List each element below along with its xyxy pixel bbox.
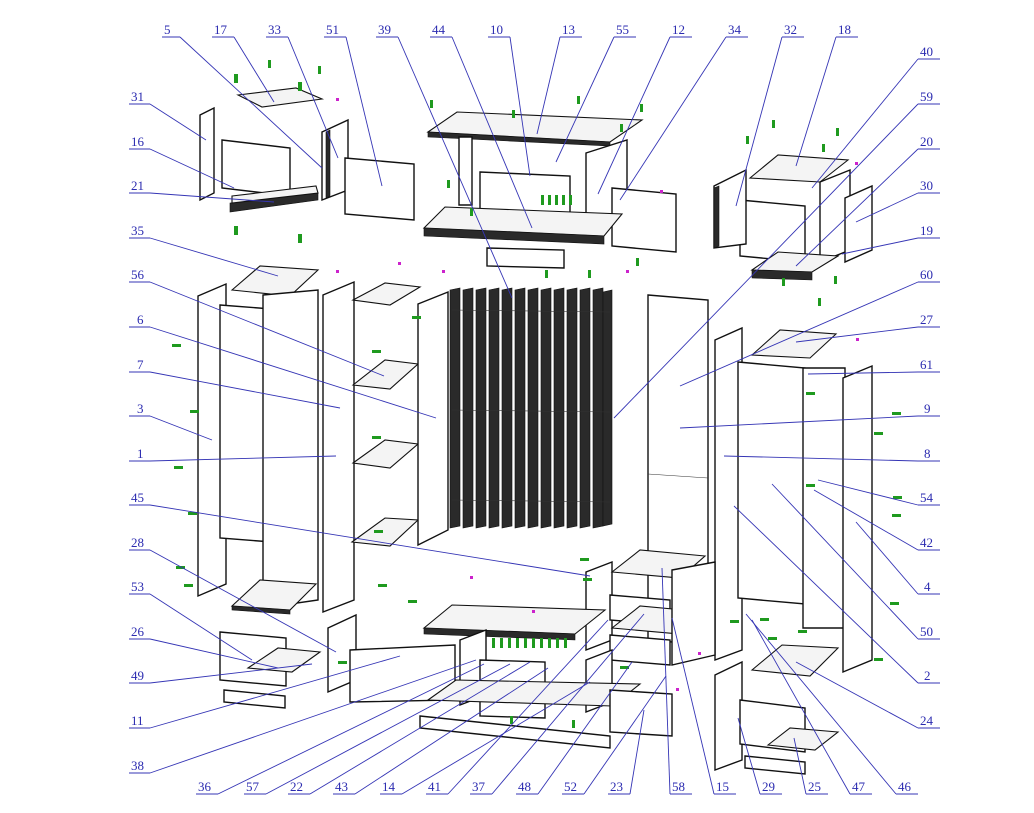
callout-10: 10 bbox=[490, 22, 503, 37]
callout-15: 15 bbox=[716, 779, 729, 794]
lower-drawers bbox=[585, 549, 716, 666]
hardware-markers bbox=[172, 60, 902, 728]
callout-51: 51 bbox=[326, 22, 339, 37]
upper-right-cabinet bbox=[713, 154, 873, 281]
callout-41: 41 bbox=[428, 779, 441, 794]
callout-49: 49 bbox=[131, 668, 144, 683]
callout-6: 6 bbox=[137, 312, 144, 327]
callout-30: 30 bbox=[920, 178, 933, 193]
slat-panel bbox=[449, 287, 613, 529]
lower-middle-unit bbox=[349, 604, 673, 749]
callout-57: 57 bbox=[246, 779, 260, 794]
callout-1: 1 bbox=[137, 446, 144, 461]
callout-27: 27 bbox=[920, 312, 934, 327]
callout-42: 42 bbox=[920, 535, 933, 550]
callout-50: 50 bbox=[920, 624, 933, 639]
callout-33: 33 bbox=[268, 22, 281, 37]
callout-8: 8 bbox=[924, 446, 931, 461]
callout-24: 24 bbox=[920, 713, 934, 728]
callout-34: 34 bbox=[728, 22, 742, 37]
callout-37: 37 bbox=[472, 779, 486, 794]
callout-14: 14 bbox=[382, 779, 396, 794]
callout-23: 23 bbox=[610, 779, 623, 794]
callout-3: 3 bbox=[137, 401, 144, 416]
callout-55: 55 bbox=[616, 22, 629, 37]
callout-29: 29 bbox=[762, 779, 775, 794]
callout-2: 2 bbox=[924, 668, 931, 683]
lower-left-unit bbox=[219, 613, 357, 709]
callout-31: 31 bbox=[131, 89, 144, 104]
callout-5: 5 bbox=[164, 22, 171, 37]
callout-9: 9 bbox=[924, 401, 931, 416]
callout-17: 17 bbox=[214, 22, 228, 37]
callout-21: 21 bbox=[131, 178, 144, 193]
callout-36: 36 bbox=[198, 779, 212, 794]
callout-54: 54 bbox=[920, 490, 934, 505]
callouts: 5 17 33 51 39 44 10 13 55 12 34 32 18 40… bbox=[129, 22, 940, 795]
callout-52: 52 bbox=[564, 779, 577, 794]
upper-left-cabinet bbox=[199, 87, 415, 221]
callout-20: 20 bbox=[920, 134, 933, 149]
callout-40: 40 bbox=[920, 44, 933, 59]
upper-middle-assembly bbox=[422, 111, 677, 269]
callout-35: 35 bbox=[131, 223, 144, 238]
callout-45: 45 bbox=[131, 490, 144, 505]
lower-right-unit bbox=[714, 660, 840, 775]
callout-11: 11 bbox=[131, 713, 144, 728]
callout-53: 53 bbox=[131, 579, 144, 594]
callout-18: 18 bbox=[838, 22, 851, 37]
callout-61: 61 bbox=[920, 357, 933, 372]
callout-56: 56 bbox=[131, 267, 145, 282]
callout-58: 58 bbox=[672, 779, 685, 794]
callout-48: 48 bbox=[518, 779, 531, 794]
callout-26: 26 bbox=[131, 624, 145, 639]
callout-60: 60 bbox=[920, 267, 933, 282]
callout-12: 12 bbox=[672, 22, 685, 37]
callout-47: 47 bbox=[852, 779, 866, 794]
callout-28: 28 bbox=[131, 535, 144, 550]
callout-19: 19 bbox=[920, 223, 933, 238]
callout-59: 59 bbox=[920, 89, 933, 104]
callout-43: 43 bbox=[335, 779, 348, 794]
callout-32: 32 bbox=[784, 22, 797, 37]
furniture-parts bbox=[172, 60, 902, 775]
callout-16: 16 bbox=[131, 134, 145, 149]
callout-4: 4 bbox=[924, 579, 931, 594]
right-tall-cabinet bbox=[714, 326, 873, 677]
callout-46: 46 bbox=[898, 779, 912, 794]
left-tall-cabinet bbox=[197, 265, 449, 615]
callout-7: 7 bbox=[137, 357, 144, 372]
callout-22: 22 bbox=[290, 779, 303, 794]
callout-25: 25 bbox=[808, 779, 821, 794]
callout-38: 38 bbox=[131, 758, 144, 773]
callout-13: 13 bbox=[562, 22, 575, 37]
callout-39: 39 bbox=[378, 22, 391, 37]
callout-44: 44 bbox=[432, 22, 446, 37]
